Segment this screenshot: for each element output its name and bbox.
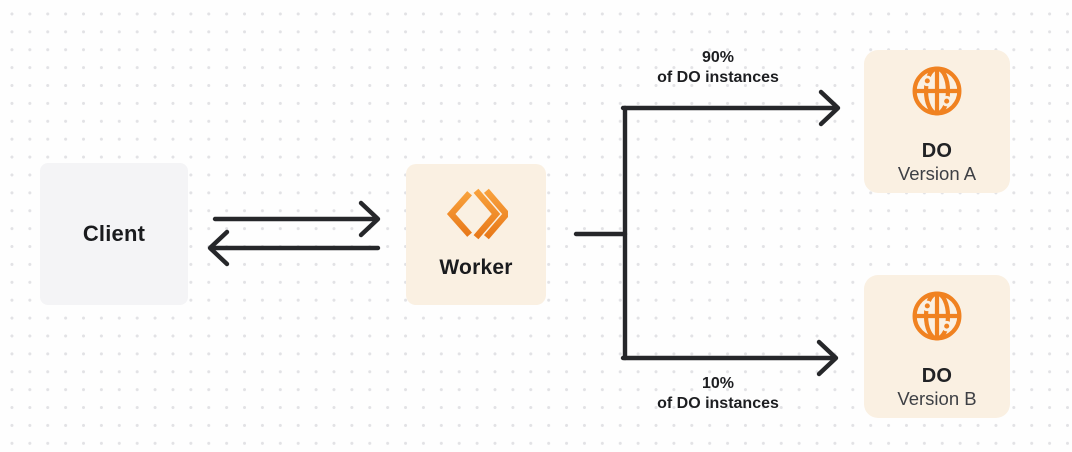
worker-to-client-arrow: [207, 229, 381, 267]
branch-b-label: 10% of DO instances: [608, 374, 828, 414]
branch-a-caption: of DO instances: [657, 69, 779, 86]
do-version-a-subtitle: Version A: [897, 163, 977, 184]
branch-b-caption: of DO instances: [657, 395, 779, 412]
worker-label: Worker: [439, 256, 513, 279]
branch-a-arrow: [620, 89, 841, 127]
globe-icon: [912, 291, 962, 341]
workers-chevron-icon: [446, 188, 508, 240]
branch-a-label: 90% of DO instances: [608, 48, 828, 88]
client-to-worker-arrow: [212, 200, 381, 238]
branch-b-percent: 10%: [701, 375, 735, 392]
globe-icon: [912, 66, 962, 116]
branch-a-percent: 90%: [701, 49, 735, 66]
do-version-a-title: DO: [921, 140, 953, 162]
client-box: Client: [40, 163, 188, 305]
do-version-b-subtitle: Version B: [897, 388, 977, 409]
client-label: Client: [82, 221, 146, 246]
do-version-b-title: DO: [921, 365, 953, 387]
fork-connector: [573, 105, 628, 361]
do-version-a-box: DO Version A: [864, 50, 1010, 193]
branch-b-arrow: [620, 339, 839, 377]
worker-box: Worker: [406, 164, 546, 305]
do-version-b-box: DO Version B: [864, 275, 1010, 418]
